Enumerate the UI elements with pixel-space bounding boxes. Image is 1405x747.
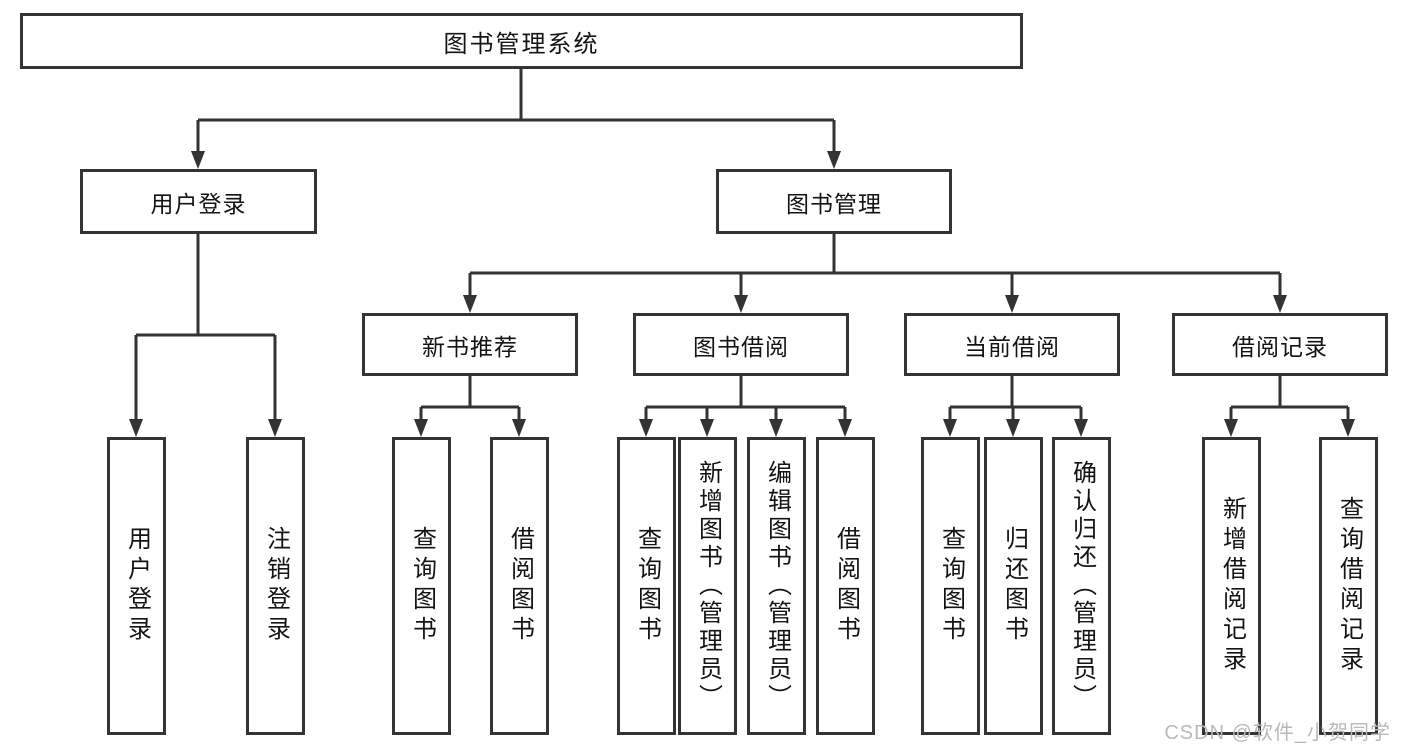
leaf-query-books-recommend: 查询图书: [392, 437, 451, 735]
node-label: 新增图书（管理员）: [694, 460, 722, 712]
node-user-login: 用户登录: [80, 169, 317, 234]
connector-path: [134, 69, 1350, 420]
node-label: 归还图书: [1000, 526, 1028, 646]
node-current-borrowing: 当前借阅: [904, 313, 1120, 376]
node-label: 借阅图书: [832, 526, 860, 646]
node-label: 图书管理系统: [443, 30, 600, 58]
csdn-watermark: CSDN @软件_小贺同学: [1164, 722, 1391, 744]
leaf-edit-books-admin: 编辑图书（管理员）: [747, 437, 806, 735]
leaf-confirm-return-admin: 确认归还（管理员）: [1052, 437, 1111, 735]
node-label: 当前借阅: [964, 333, 1060, 360]
node-label: 新增借阅记录: [1218, 496, 1246, 676]
node-label: 查询图书: [937, 526, 965, 646]
leaf-add-borrow-record: 新增借阅记录: [1202, 437, 1261, 735]
leaf-borrow-books-recommend: 借阅图书: [490, 437, 549, 735]
node-label: 编辑图书（管理员）: [763, 460, 791, 712]
node-library-management-system: 图书管理系统: [20, 13, 1023, 69]
node-new-book-recommendation: 新书推荐: [362, 313, 578, 376]
node-label: 查询图书: [633, 526, 661, 646]
leaf-borrow-books-borrowing: 借阅图书: [816, 437, 875, 735]
node-label: 用户登录: [150, 190, 247, 217]
leaf-query-borrow-record: 查询借阅记录: [1319, 437, 1378, 735]
arrowhead-icons: [129, 151, 1355, 437]
node-label: 图书借阅: [693, 333, 789, 360]
node-book-management: 图书管理: [716, 169, 952, 234]
leaf-user-login: 用户登录: [107, 437, 166, 735]
node-label: 用户登录: [123, 526, 151, 646]
node-label: 查询借阅记录: [1335, 496, 1363, 676]
node-label: 新书推荐: [422, 333, 518, 360]
node-borrowing-records: 借阅记录: [1172, 313, 1388, 376]
leaf-return-books: 归还图书: [984, 437, 1043, 735]
node-label: 图书管理: [786, 190, 882, 217]
node-label: 借阅记录: [1232, 333, 1328, 360]
leaf-query-books-current: 查询图书: [921, 437, 980, 735]
node-label: 确认归还（管理员）: [1068, 460, 1096, 712]
leaf-logout-login: 注销登录: [246, 437, 305, 735]
leaf-query-books-borrowing: 查询图书: [617, 437, 676, 735]
node-label: 借阅图书: [506, 526, 534, 646]
node-book-borrowing: 图书借阅: [633, 313, 849, 376]
node-label: 注销登录: [262, 526, 290, 646]
node-label: 查询图书: [408, 526, 436, 646]
leaf-add-books-admin: 新增图书（管理员）: [678, 437, 737, 735]
